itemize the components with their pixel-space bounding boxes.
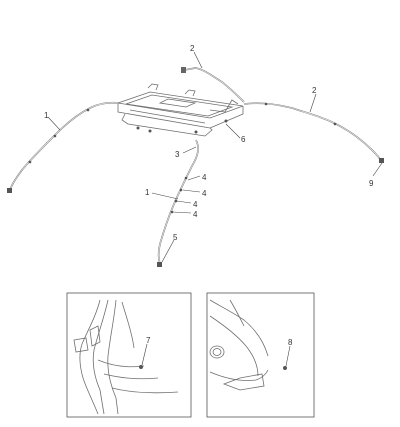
callout-8: 8 <box>288 338 293 347</box>
drain-hose-front-left <box>7 101 119 193</box>
callout-7: 7 <box>146 336 151 345</box>
drain-hose-rear-left <box>157 139 199 267</box>
callout-2-top: 2 <box>190 44 195 53</box>
callout-labels: 1 2 2 3 4 4 4 4 1 5 6 9 <box>44 44 374 242</box>
callout-4-b: 4 <box>202 189 207 198</box>
callout-9: 9 <box>369 179 374 188</box>
drain-hose-rear-right <box>243 102 384 163</box>
callout-6: 6 <box>241 135 246 144</box>
callout-leaders <box>47 51 383 263</box>
callout-1-mid: 1 <box>145 188 150 197</box>
detail-view-left: 7 <box>66 292 192 418</box>
callout-4-d: 4 <box>193 210 198 219</box>
sunroof-module <box>117 83 244 137</box>
callout-4-a: 4 <box>202 173 207 182</box>
callout-3: 3 <box>175 150 180 159</box>
callout-1-top: 1 <box>44 111 49 120</box>
callout-2-right: 2 <box>312 86 317 95</box>
drain-hose-front-right <box>181 67 245 103</box>
callout-5: 5 <box>173 233 178 242</box>
callout-4-c: 4 <box>193 200 198 209</box>
detail-view-right: 8 <box>206 292 315 418</box>
